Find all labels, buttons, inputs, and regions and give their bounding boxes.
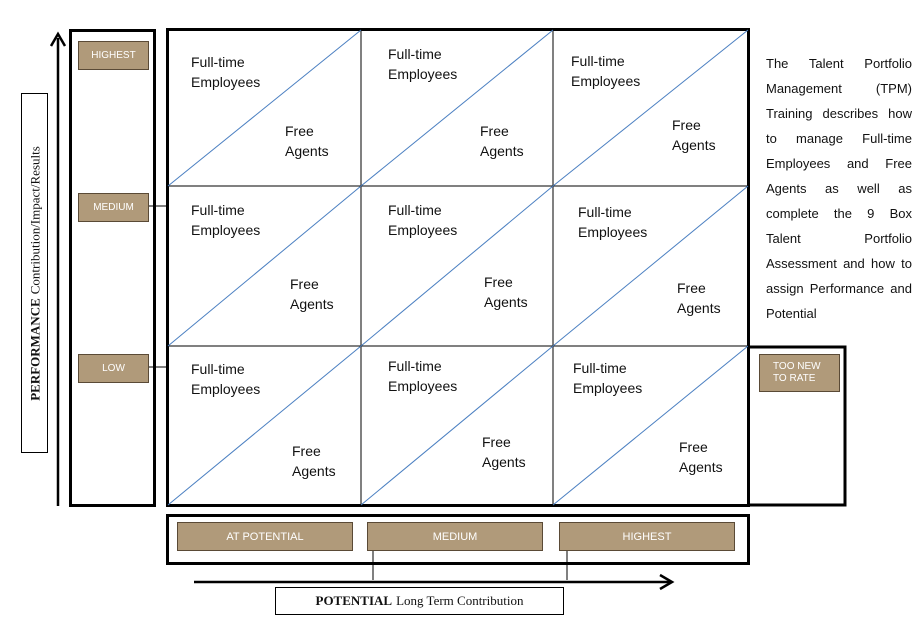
too-new-to-rate-tag: TOO NEW TO RATE	[759, 354, 840, 392]
cell-diagonal	[167, 29, 362, 187]
cell-1-free-agents: Free Agents	[285, 123, 329, 159]
cell-diagonal	[552, 29, 749, 187]
cell-5-full-time: Full-time Employees	[388, 202, 458, 238]
cell-6-full-time: Full-time Employees	[578, 204, 648, 240]
performance-level-medium: MEDIUM	[78, 193, 149, 222]
potential-axis-title: POTENTIAL Long Term Contribution	[275, 587, 564, 615]
cell-3-free-agents: Free Agents	[672, 117, 716, 153]
performance-level-column	[69, 29, 156, 507]
horizontal-axis-arrow	[194, 573, 675, 591]
cell-9-full-time: Full-time Employees	[573, 360, 643, 396]
cell-2-free-agents: Free Agents	[480, 123, 524, 159]
cell-7-free-agents: Free Agents	[292, 443, 336, 479]
cell-4-full-time: Full-time Employees	[191, 202, 261, 238]
cell-diagonal	[360, 29, 554, 187]
too-new-to-rate-label: TOO NEW TO RATE	[773, 361, 821, 384]
cell-1-full-time: Full-time Employees	[191, 54, 261, 90]
cell-diagonal	[167, 345, 362, 506]
potential-level-row	[166, 514, 750, 565]
cell-7-full-time: Full-time Employees	[191, 361, 261, 397]
cell-5-free-agents: Free Agents	[484, 274, 528, 310]
performance-axis-title: PERFORMANCE Contribution/Impact/Results	[21, 93, 48, 453]
potential-level-medium: MEDIUM	[367, 522, 543, 551]
nine-box-grid	[166, 28, 750, 507]
cell-3-full-time: Full-time Employees	[571, 53, 641, 89]
potential-level-at-potential: AT POTENTIAL	[177, 522, 353, 551]
vertical-axis-arrow	[49, 31, 67, 506]
cell-diagonal	[552, 345, 749, 506]
cell-diagonal	[360, 185, 554, 347]
potential-axis-title-rest: Long Term Contribution	[396, 593, 524, 608]
cell-8-free-agents: Free Agents	[482, 434, 526, 470]
tpm-description: The Talent Portfolio Management (TPM) Tr…	[766, 56, 912, 321]
performance-level-low: LOW	[78, 354, 149, 383]
cell-9-free-agents: Free Agents	[679, 439, 723, 475]
cell-2-full-time: Full-time Employees	[388, 46, 458, 82]
cell-8-full-time: Full-time Employees	[388, 358, 458, 394]
potential-level-highest: HIGHEST	[559, 522, 735, 551]
cell-4-free-agents: Free Agents	[290, 276, 334, 312]
cell-6-free-agents: Free Agents	[677, 280, 721, 316]
cell-diagonal	[360, 345, 554, 506]
performance-level-highest: HIGHEST	[78, 41, 149, 70]
potential-axis-title-bold: POTENTIAL	[315, 593, 393, 608]
cell-diagonal	[552, 185, 749, 347]
cell-diagonal	[167, 185, 362, 347]
